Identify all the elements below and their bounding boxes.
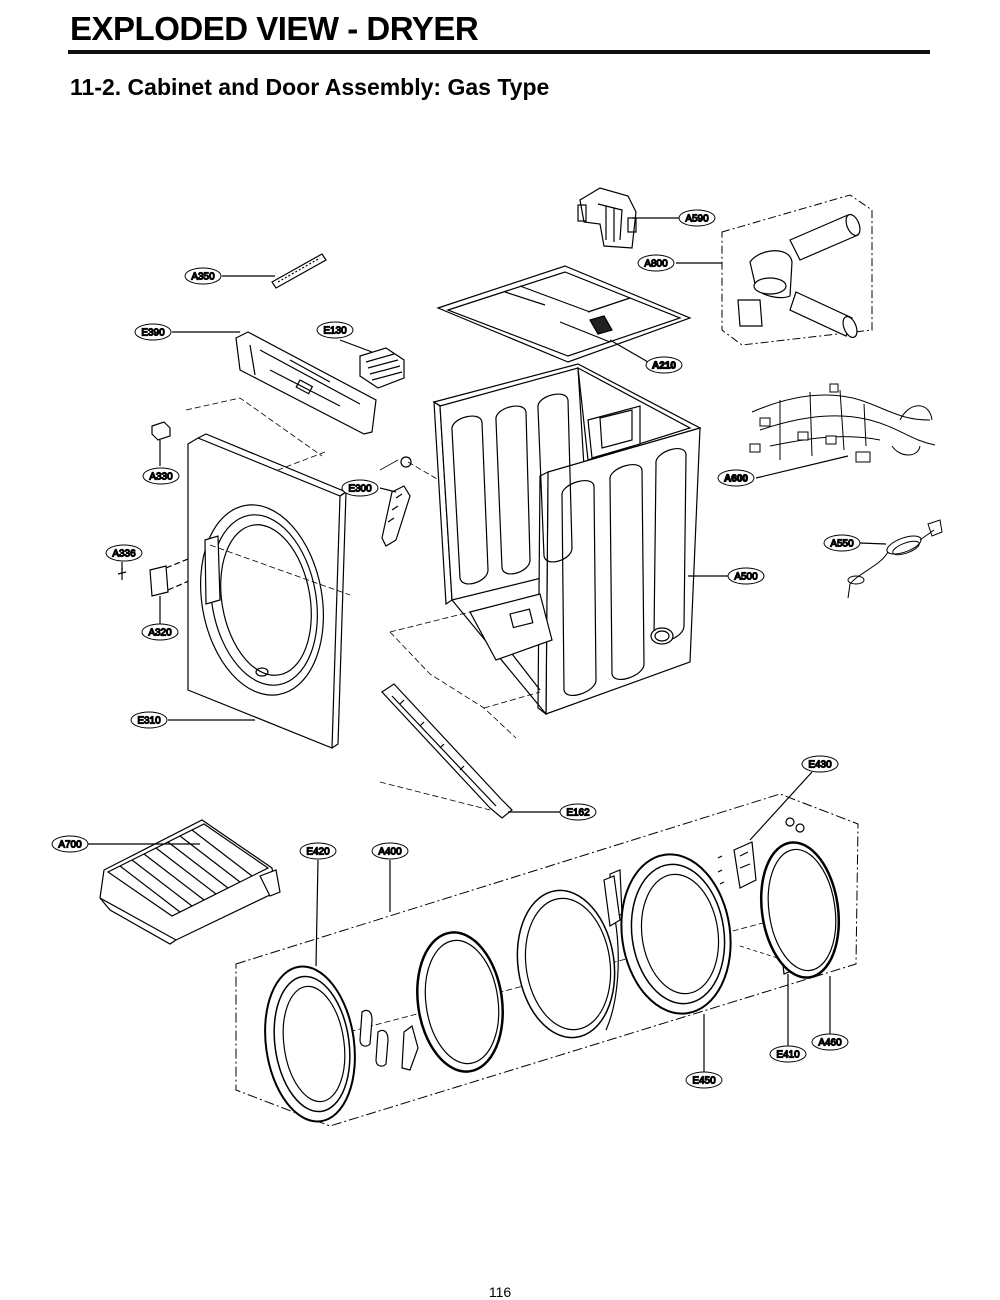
svg-text:E420: E420 [306,847,330,858]
svg-text:E390: E390 [141,328,165,339]
svg-text:A330: A330 [149,472,173,483]
svg-text:A590: A590 [685,214,709,225]
part-e162 [381,683,513,819]
svg-text:A460: A460 [818,1038,842,1049]
leader-a550 [859,542,887,545]
svg-text:A500: A500 [734,572,758,583]
part-a400 [416,931,504,1073]
callout-a800: A800 [637,254,675,272]
callout-a500: A500 [727,567,765,585]
callout-a320: A320 [141,623,179,641]
svg-text:E310: E310 [137,716,161,727]
part-a700 [99,819,281,945]
svg-text:E162: E162 [566,808,590,819]
leader-a600 [755,455,849,479]
part-e450 [603,853,732,1015]
svg-text:A800: A800 [644,259,668,270]
svg-text:A550: A550 [830,539,854,550]
part-a330 [151,421,171,441]
svg-text:E300: E300 [348,484,372,495]
page-number: 116 [488,1284,512,1300]
leader-e430 [749,771,813,841]
part-e310 [187,433,348,749]
svg-text:A350: A350 [191,272,215,283]
part-a320 [149,551,206,597]
svg-text:A600: A600 [724,474,748,485]
leader-e300 [379,487,397,493]
section-heading: 11-2. Cabinet and Door Assembly: Gas Typ… [70,74,550,100]
part-e420 [264,965,356,1123]
part-a590 [577,187,637,249]
part-e430 [717,817,805,889]
callout-a460: A460 [811,1033,849,1051]
callout-a330: A330 [142,467,180,485]
callout-e130: E130 [316,321,354,339]
svg-text:A320: A320 [148,628,172,639]
callout-a210: A210 [645,356,683,374]
svg-text:E450: E450 [692,1076,716,1087]
callout-e310: E310 [130,711,168,729]
callout-a550: A550 [823,534,861,552]
door-assembly-frame [235,793,859,1127]
callout-e300: E300 [341,479,379,497]
svg-text:A700: A700 [58,840,82,851]
door-clips [359,1009,419,1071]
leader-a210 [609,339,649,363]
callout-e450: E450 [685,1071,723,1089]
svg-text:E430: E430 [808,760,832,771]
callout-e430: E430 [801,755,839,773]
callout-e162: E162 [559,803,597,821]
part-a800 [721,194,873,346]
part-e390 [235,331,377,435]
callout-a336: A336 [105,544,143,562]
part-a210 [436,265,692,363]
callout-e420: E420 [299,842,337,860]
part-a350 [271,253,327,289]
part-e130 [359,347,405,389]
part-a600 [749,383,936,463]
callout-a350: A350 [184,267,222,285]
part-a500 [432,363,702,716]
page-title: EXPLODED VIEW - DRYER [70,10,479,47]
callout-a400: A400 [371,842,409,860]
part-a460 [759,841,841,979]
leader-e130 [339,339,373,353]
callout-a600: A600 [717,469,755,487]
callout-e390: E390 [134,323,172,341]
svg-text:A400: A400 [378,847,402,858]
leader-e420 [315,859,319,967]
callout-a590: A590 [678,209,716,227]
callout-e410: E410 [769,1045,807,1063]
svg-text:E130: E130 [323,326,347,337]
svg-text:A210: A210 [652,361,676,372]
callout-a700: A700 [51,835,89,853]
title-rule [68,50,930,54]
svg-text:E410: E410 [776,1050,800,1061]
svg-text:A336: A336 [112,549,136,560]
part-a550 [847,519,943,599]
